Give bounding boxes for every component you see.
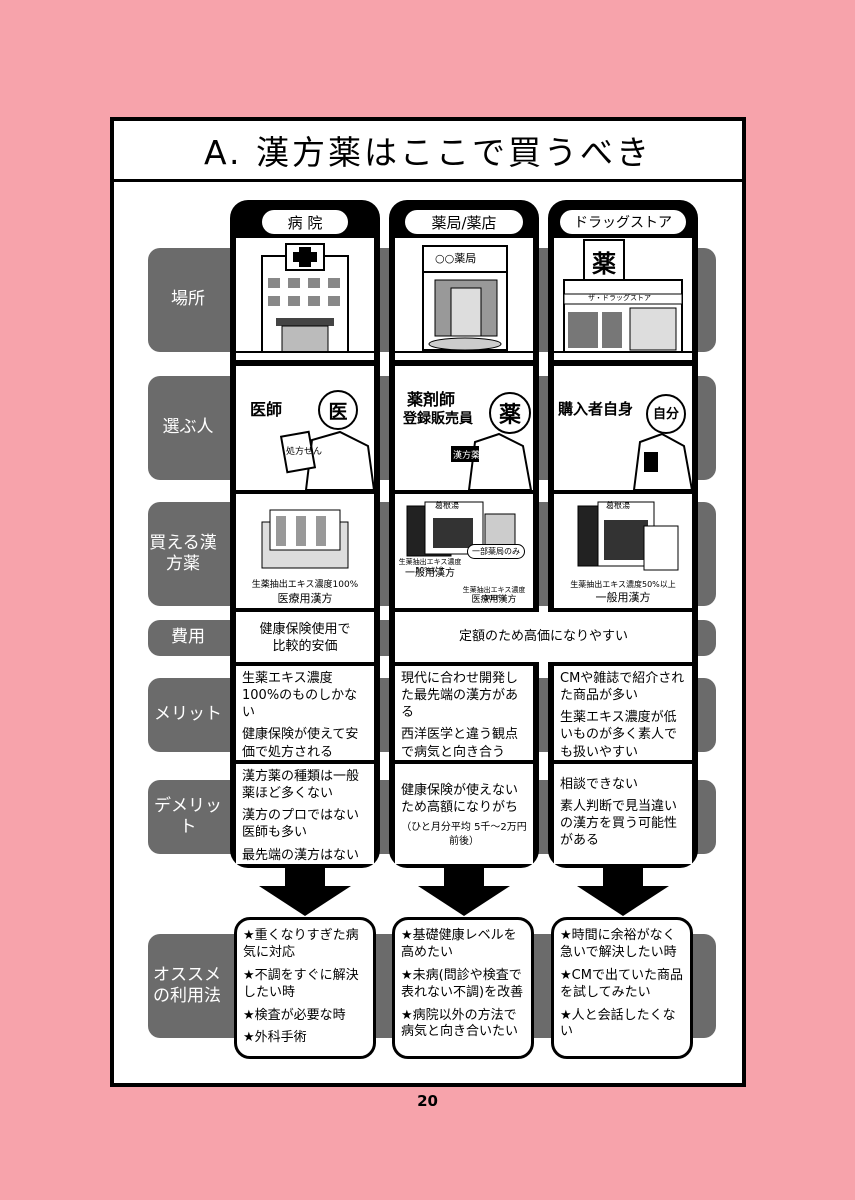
recommend-drugstore-1: ★時間に余裕がなく急いで解決したい時 (560, 928, 677, 960)
cost-hospital-line-1: 健康保険使用で (259, 622, 351, 637)
row-label-cost: 費用 (171, 627, 205, 648)
customer-figure-icon (632, 432, 692, 490)
row-label-place: 場所 (171, 289, 205, 310)
down-arrow-icon (577, 868, 669, 916)
kampo-prop: 漢方薬 (453, 451, 481, 461)
self-head-badge: 自分 (646, 394, 686, 434)
pharmacy-chooser-panel: 薬剤師 登録販売員 薬 漢方薬 (395, 366, 533, 490)
pharmacy-chooser-role-2: 登録販売員 (403, 411, 473, 427)
recommend-box-hospital: ★重くなりすぎた病気に対応 ★不調をすぐに解決したい時 ★検査が必要な時 ★外科… (234, 917, 376, 1059)
hospital-building-illustration (236, 238, 374, 360)
pharmacy-kampo-type: 一般用漢方 (405, 568, 455, 579)
row-label-merit: メリット (154, 704, 222, 725)
prescription-prop: 処方せん (286, 447, 323, 457)
drugstore-kampo-box-icon (577, 501, 679, 571)
demerit-cell-pharmacy: 健康保険が使えないため高額になりがち （ひと月分平均 5千～2万円前後） (395, 764, 533, 864)
pharmacy-chooser-role-1: 薬剤師 (407, 390, 456, 409)
demerit-cell-drugstore: 相談できない 素人判断で見当違いの漢方を買う可能性がある (554, 764, 692, 864)
demerit-drugstore-1: 相談できない (560, 777, 639, 792)
down-arrow-icon (418, 868, 510, 916)
demerit-hospital-2: 漢方のプロではない医師も多い (242, 808, 360, 841)
drugstore-concentration-label: 生薬抽出エキス濃度50%以上 (570, 580, 676, 589)
hospital-kampo-type: 医療用漢方 (277, 592, 333, 605)
merit-pharmacy-2: 西洋医学と違う観点で病気と向き合う (401, 727, 519, 760)
page-title: A. 漢方薬はここで買うべき (114, 121, 742, 182)
row-label-demerit: デメリット (154, 795, 222, 837)
recommend-box-drugstore: ★時間に余裕がなく急いで解決したい時 ★CMで出ていた商品を試してみたい ★人と… (551, 917, 693, 1059)
recommend-drugstore-3: ★人と会話したくない (560, 1007, 676, 1040)
row-label-recommend: オススメの利用法 (153, 964, 221, 1006)
demerit-hospital-3: 最先端の漢方はない (242, 847, 360, 863)
row-label-chooser: 選ぶ人 (162, 417, 214, 438)
pharmacy-sign: ○○薬局 (435, 252, 477, 265)
demerit-cell-hospital: 漢方薬の種類は一般薬ほど多くない 漢方のプロではない医師も多い 最先端の漢方はな… (236, 764, 374, 864)
pharmacy-only-bubble: 一部薬局のみ (467, 544, 525, 559)
drugstore-kampo-type: 一般用漢方 (595, 591, 651, 604)
row-label-buyable: 買える漢方薬 (149, 532, 217, 574)
hospital-chooser-role: 医師 (250, 400, 283, 419)
recommend-pharmacy-3: ★病院以外の方法で病気と向き合いたい (401, 1007, 519, 1040)
drugstore-banner: ザ・ドラッグストア (588, 294, 651, 302)
hospital-concentration-label: 生薬抽出エキス濃度100% (251, 580, 359, 590)
recommend-hospital-2: ★不調をすぐに解決したい時 (243, 967, 359, 1000)
hospital-chooser-panel: 医師 医 処方せん (236, 366, 374, 490)
pharmacy-kampo-type-2: 医療用漢方 (471, 595, 517, 605)
pharmacist-head-badge: 薬 (489, 392, 531, 434)
merit-drugstore-1: CMや雑誌で紹介された商品が多い (560, 671, 685, 704)
cost-hospital-line-2: 比較的安価 (272, 639, 338, 655)
pharmacist-figure-icon (451, 432, 533, 490)
recommend-pharmacy-2: ★未病(問診や検査で表れない不調)を改善 (401, 967, 524, 1000)
pharmacy-concentration-label-2: 生薬抽出エキス濃度100% (462, 586, 526, 603)
recommend-drugstore-2: ★CMで出ていた商品を試してみたい (560, 967, 683, 1000)
merit-pharmacy-1: 現代に合わせ開発した最先端の漢方がある (401, 671, 519, 721)
merit-drugstore-2: 生薬エキス濃度が低いものが多く素人でも扱いやすい (560, 710, 678, 760)
merit-hospital-2: 健康保険が使えて安価で処方される (242, 727, 359, 760)
column-header-pharmacy: 薬局/薬店 (405, 210, 523, 234)
medical-kampo-boxes-icon (261, 509, 349, 569)
demerit-pharmacy-note: （ひと月分平均 5千～2万円前後） (401, 822, 527, 847)
cost-cell-other: 定額のため高価になりやすい (395, 612, 692, 662)
demerit-hospital-1: 漢方薬の種類は一般薬ほど多くない (242, 769, 360, 802)
recommend-box-pharmacy: ★基礎健康レベルを高めたい ★未病(問診や検査で表れない不調)を改善 ★病院以外… (392, 917, 534, 1059)
drugstore-chooser-role: 購入者自身 (558, 400, 634, 418)
column-header-drugstore: ドラッグストア (560, 210, 686, 234)
merit-cell-pharmacy: 現代に合わせ開発した最先端の漢方がある 西洋医学と違う観点で病気と向き合う (395, 666, 533, 760)
down-arrow-icon (259, 868, 351, 916)
hospital-buyable-panel: 生薬抽出エキス濃度100% 医療用漢方 (236, 494, 374, 608)
merit-cell-hospital: 生薬エキス濃度100%のものしかない 健康保険が使えて安価で処方される (236, 666, 374, 760)
recommend-hospital-3: ★検査が必要な時 (243, 1007, 346, 1023)
drugstore-box-label: 葛根湯 (606, 501, 630, 510)
merit-cell-drugstore: CMや雑誌で紹介された商品が多い 生薬エキス濃度が低いものが多く素人でも扱いやす… (554, 666, 692, 760)
doctor-figure-icon (279, 430, 374, 490)
merit-hospital-1: 生薬エキス濃度100%のものしかない (242, 671, 358, 721)
recommend-hospital-1: ★重くなりすぎた病気に対応 (243, 928, 359, 960)
drugstore-roof-sign: 薬 (592, 250, 616, 278)
demerit-drugstore-2: 素人判断で見当違いの漢方を買う可能性がある (560, 799, 678, 849)
recommend-pharmacy-1: ★基礎健康レベルを高めたい (401, 928, 517, 960)
pharmacy-buyable-panel: 葛根湯 生薬抽出エキス濃度50%以上 一般用漢方 一部薬局のみ 生薬抽出エキス濃… (395, 494, 533, 608)
drugstore-chooser-panel: 購入者自身 自分 (554, 366, 692, 490)
drugstore-building-illustration: 薬 ザ・ドラッグストア (554, 238, 692, 360)
pharmacy-building-illustration: ○○薬局 (395, 238, 533, 360)
cost-cell-hospital: 健康保険使用で 比較的安価 (236, 612, 374, 662)
pharmacy-concentration-label: 生薬抽出エキス濃度50%以上 (398, 558, 462, 575)
doctor-head-badge: 医 (318, 390, 358, 430)
recommend-hospital-4: ★外科手術 (243, 1030, 307, 1046)
page-number: 20 (417, 1092, 438, 1110)
demerit-pharmacy-main: 健康保険が使えないため高額になりがち (401, 783, 519, 816)
column-header-hospital: 病 院 (262, 210, 348, 234)
pharmacy-box-label: 葛根湯 (435, 501, 459, 510)
drugstore-buyable-panel: 葛根湯 生薬抽出エキス濃度50%以上 一般用漢方 (554, 494, 692, 608)
